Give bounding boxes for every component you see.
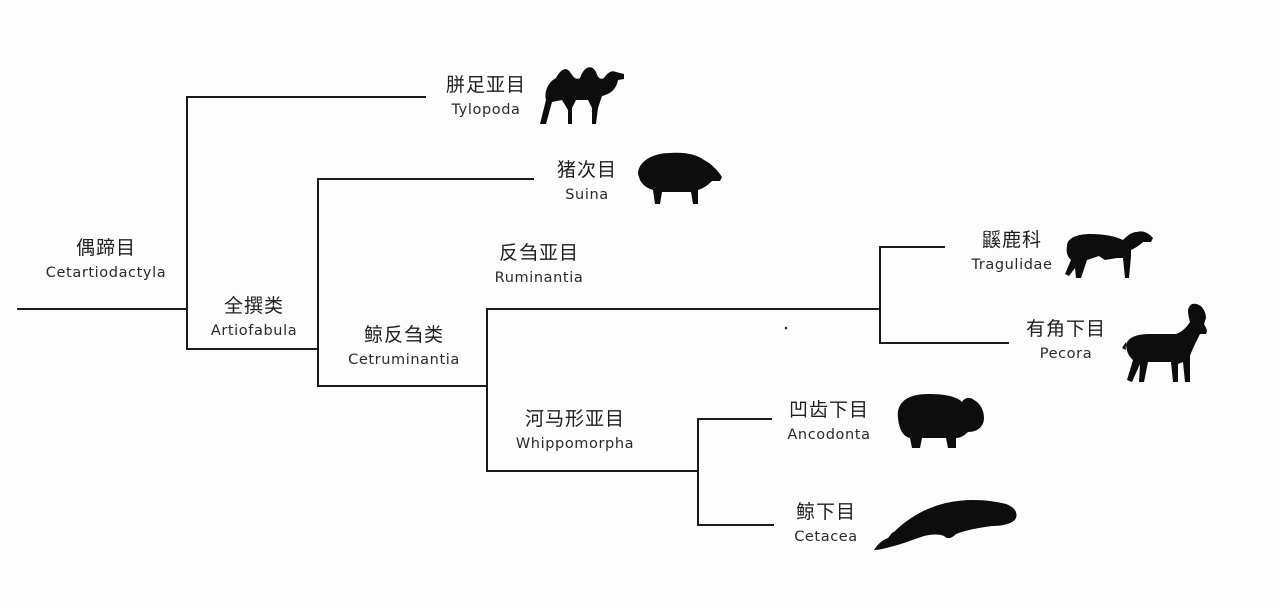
boar-icon <box>636 150 724 206</box>
zh-name: 凹齿下目 <box>788 399 869 421</box>
label-ancodonta: 凹齿下目 Ancodonta <box>772 401 886 443</box>
zh-name: 猪次目 <box>556 159 617 181</box>
whale-icon <box>872 498 1018 552</box>
stray-dot <box>784 326 788 330</box>
hippo-icon <box>894 392 986 450</box>
latin-name: Whippomorpha <box>515 436 635 452</box>
latin-name: Pecora <box>1039 346 1093 362</box>
label-tylopoda: 胼足亚目 Tylopoda <box>430 76 542 118</box>
label-tragulidae: 鼷鹿科 Tragulidae <box>946 231 1078 273</box>
camel-icon <box>536 62 628 128</box>
label-cetruminantia: 鲸反刍类 Cetruminantia <box>336 326 472 368</box>
latin-name: Cetruminantia <box>348 352 460 368</box>
latin-name: Artiofabula <box>210 323 298 339</box>
zh-name: 全撰类 <box>223 295 284 317</box>
mouse-deer-icon <box>1061 226 1155 282</box>
label-pecora: 有角下目 Pecora <box>1010 320 1122 362</box>
label-suina: 猪次目 Suina <box>536 161 638 203</box>
zh-name: 河马形亚目 <box>524 408 625 430</box>
latin-name: Ruminantia <box>494 270 584 286</box>
label-artiofabula: 全撰类 Artiofabula <box>198 297 310 339</box>
latin-name: Ancodonta <box>787 427 871 443</box>
zh-name: 鲸下目 <box>795 501 856 523</box>
zh-name: 有角下目 <box>1025 318 1106 340</box>
latin-name: Suina <box>565 187 609 203</box>
latin-name: Tragulidae <box>971 257 1053 273</box>
latin-name: Tylopoda <box>451 102 521 118</box>
label-cetartiodactyla: 偶蹄目 Cetartiodactyla <box>38 239 174 281</box>
latin-name: Cetartiodactyla <box>45 265 167 281</box>
latin-name: Cetacea <box>794 529 858 545</box>
label-cetacea: 鲸下目 Cetacea <box>774 503 878 545</box>
label-whippomorpha: 河马形亚目 Whippomorpha <box>500 410 650 452</box>
goat-icon <box>1120 302 1210 384</box>
zh-name: 胼足亚目 <box>445 74 526 96</box>
label-ruminantia: 反刍亚目 Ruminantia <box>482 244 596 286</box>
zh-name: 反刍亚目 <box>498 242 579 264</box>
zh-name: 鲸反刍类 <box>363 324 444 346</box>
zh-name: 鼷鹿科 <box>981 229 1042 251</box>
zh-name: 偶蹄目 <box>75 237 136 259</box>
